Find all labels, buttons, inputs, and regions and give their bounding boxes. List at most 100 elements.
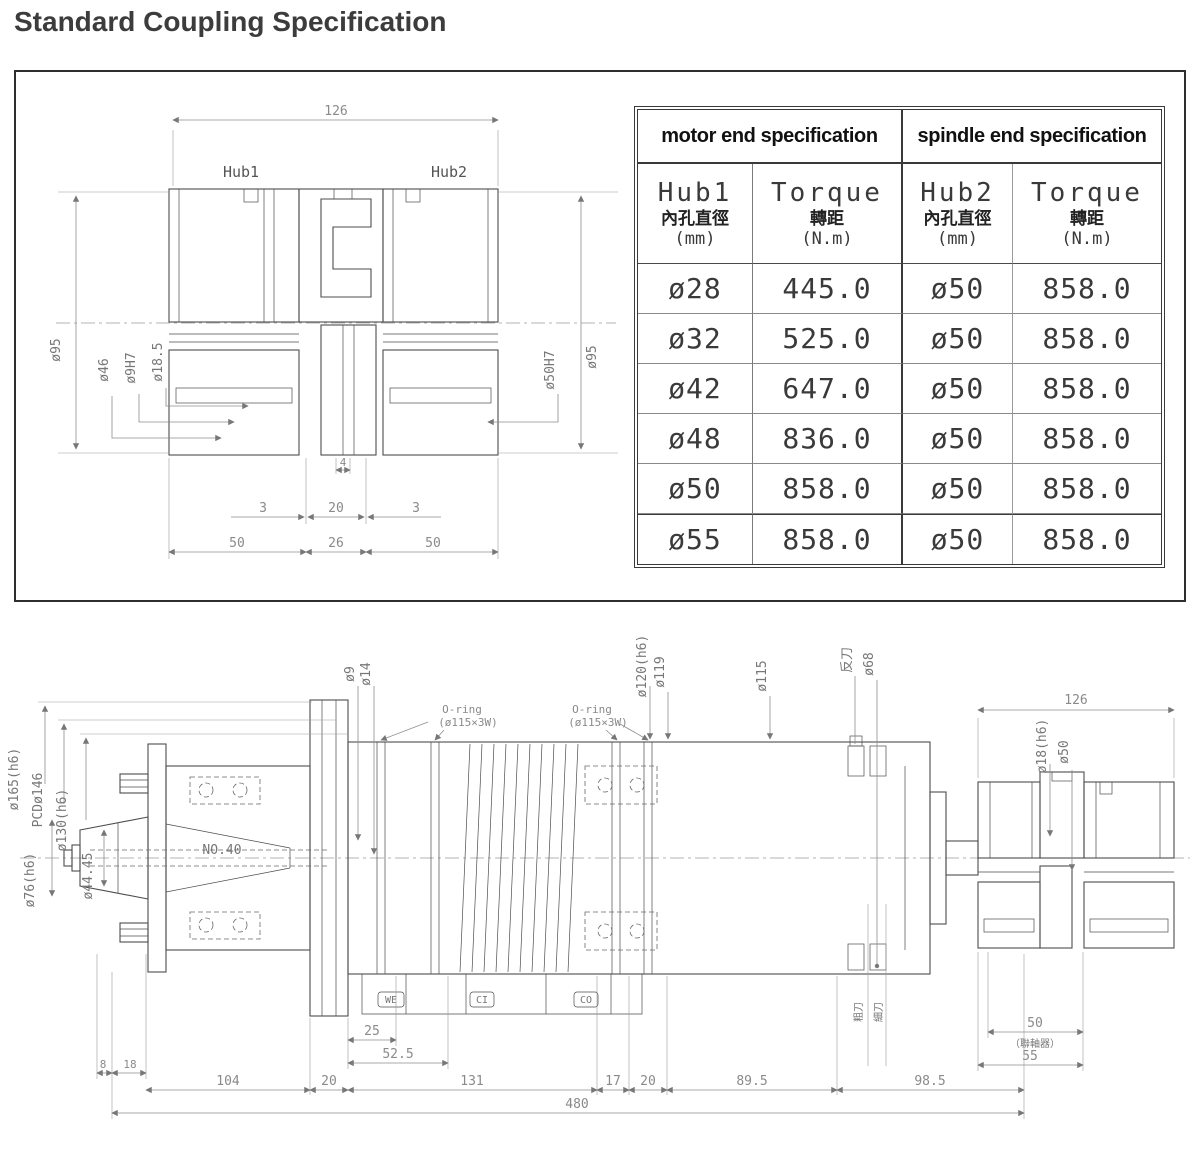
svg-text:ø46: ø46: [97, 358, 112, 381]
oring1-label: O-ring: [442, 703, 482, 716]
table-cell: ø50: [903, 414, 1013, 464]
dim-104: 104: [216, 1074, 240, 1089]
port-ci-label: CI: [476, 995, 488, 1006]
coupling-note: （聯軸器）: [1010, 1037, 1060, 1050]
table-cell: 858.0: [753, 514, 903, 564]
label-pcd146: PCDø146: [31, 773, 46, 828]
svg-text:ø18.5: ø18.5: [151, 342, 166, 381]
dim-50-coupling: 50: [1027, 1016, 1043, 1031]
table-cell: 647.0: [753, 364, 903, 414]
table-cell: ø32: [638, 314, 753, 364]
page-title: Standard Coupling Specification: [14, 6, 447, 37]
oring2-size: (ø115×3W): [568, 716, 628, 729]
label-d130: ø130(h6): [55, 789, 70, 852]
label-fandao: 反刀: [840, 647, 855, 673]
dim-8: 8: [100, 1058, 107, 1071]
dim-126-rear: 126: [1064, 693, 1087, 708]
table-cell: 858.0: [1013, 264, 1161, 314]
dim-18: 18: [123, 1058, 136, 1071]
table-cell: ø50: [903, 314, 1013, 364]
table-cell: 858.0: [1013, 514, 1161, 564]
table-cell: ø50: [903, 464, 1013, 514]
dim-126: 126: [172, 104, 499, 186]
label-cudao: 粗刀: [853, 1002, 865, 1022]
svg-text:ø95: ø95: [585, 345, 600, 368]
table-cell: 858.0: [1013, 464, 1161, 514]
dim-98-5: 98.5: [914, 1074, 945, 1089]
taper-no40-label: NO.40: [202, 843, 241, 858]
label-xidao: 細刀: [872, 1002, 885, 1022]
rear-tool-labels: 粗刀 細刀: [853, 904, 887, 1066]
table-cell: ø28: [638, 264, 753, 314]
coupling-upper-profile: [168, 188, 499, 323]
svg-text:ø95: ø95: [49, 338, 64, 361]
svg-text:3: 3: [259, 501, 267, 516]
dim-480: 480: [565, 1097, 588, 1112]
label-d76: ø76(h6): [23, 853, 38, 908]
table-cell: ø42: [638, 364, 753, 414]
col-header-torque2: Torque 轉距 (N.m): [1013, 164, 1161, 264]
cooling-spiral-grooves: [459, 743, 579, 973]
svg-text:3: 3: [412, 501, 420, 516]
label-d9h7: ø9H7: [124, 352, 235, 426]
dim-20b: 20: [640, 1074, 656, 1089]
port-we-label: WE: [385, 995, 397, 1006]
table-cell: 858.0: [1013, 414, 1161, 464]
dim-131: 131: [460, 1074, 483, 1089]
right-coupling-dims: 126 ø18(h6) ø50 50 （聯軸器） 55: [977, 693, 1175, 1071]
table-cell: ø48: [638, 414, 753, 464]
bottom-dimension-chain: 25 52.5 8 18 104 20 131 17 20 89.5 98.5 …: [96, 954, 1025, 1119]
svg-text:50: 50: [425, 536, 441, 551]
oring1-size: (ø115×3W): [438, 716, 498, 729]
table-cell: ø50: [903, 364, 1013, 414]
label-d9: ø9: [343, 666, 358, 682]
port-co-label: CO: [580, 995, 592, 1006]
label-d115: ø115: [755, 660, 770, 691]
table-cell: ø50: [638, 464, 753, 514]
dim-17: 17: [605, 1074, 621, 1089]
table-cell: 836.0: [753, 414, 903, 464]
coupling-lower-section: [168, 324, 499, 456]
svg-text:ø50H7: ø50H7: [543, 350, 558, 389]
dim-d95-right: ø95: [498, 191, 618, 454]
label-d46: ø46: [97, 358, 222, 442]
svg-text:ø9H7: ø9H7: [124, 352, 139, 383]
dim-d95-left: ø95: [49, 191, 169, 454]
col-header-hub1: Hub1 內孔直徑 (mm): [638, 164, 753, 264]
left-diameter-labels: ø165(h6) PCDø146 ø130(h6) ø76(h6) ø44.45: [7, 701, 348, 908]
spec-table: motor end specification spindle end spec…: [634, 106, 1165, 568]
label-d185: ø18.5: [151, 342, 249, 410]
hub2-label: Hub2: [431, 163, 467, 181]
svg-text:4: 4: [340, 456, 347, 469]
label-d4445: ø44.45: [81, 853, 96, 900]
label-d14: ø14: [359, 662, 374, 686]
table-cell: 445.0: [753, 264, 903, 314]
label-d165: ø165(h6): [7, 748, 22, 811]
label-d68: ø68: [862, 652, 877, 675]
port-band: WE CI CO: [361, 974, 643, 1015]
coupling-spec-frame: Hub1 Hub2 126 ø95 ø46 ø9H7 ø18.5 ø: [14, 70, 1186, 602]
svg-text:126: 126: [324, 104, 347, 119]
top-labels: ø9 ø14 O-ring (ø115×3W) O-ring (ø115×3W)…: [343, 635, 880, 969]
coupling-section-drawing: Hub1 Hub2 126 ø95 ø46 ø9H7 ø18.5 ø: [49, 104, 618, 559]
label-d50h7: ø50H7: [487, 350, 559, 426]
dim-20a: 20: [321, 1074, 337, 1089]
svg-text:50: 50: [229, 536, 245, 551]
table-cell: 525.0: [753, 314, 903, 364]
group-header-spindle: spindle end specification: [903, 110, 1161, 164]
label-d18: ø18(h6): [1035, 719, 1050, 774]
dim-25: 25: [364, 1024, 380, 1039]
oring2-label: O-ring: [572, 703, 612, 716]
coupling-bottom-dims: 4 3 20 3 50 26 50: [168, 456, 499, 559]
dim-52-5: 52.5: [382, 1047, 413, 1062]
spindle-body: [347, 735, 931, 975]
table-cell: 858.0: [753, 464, 903, 514]
label-d119: ø119: [653, 656, 668, 687]
svg-text:20: 20: [328, 501, 344, 516]
svg-text:26: 26: [328, 536, 344, 551]
table-cell: ø50: [903, 264, 1013, 314]
table-cell: ø55: [638, 514, 753, 564]
dim-89-5: 89.5: [736, 1074, 767, 1089]
label-d120: ø120(h6): [635, 635, 650, 698]
dim-55: 55: [1022, 1049, 1038, 1064]
